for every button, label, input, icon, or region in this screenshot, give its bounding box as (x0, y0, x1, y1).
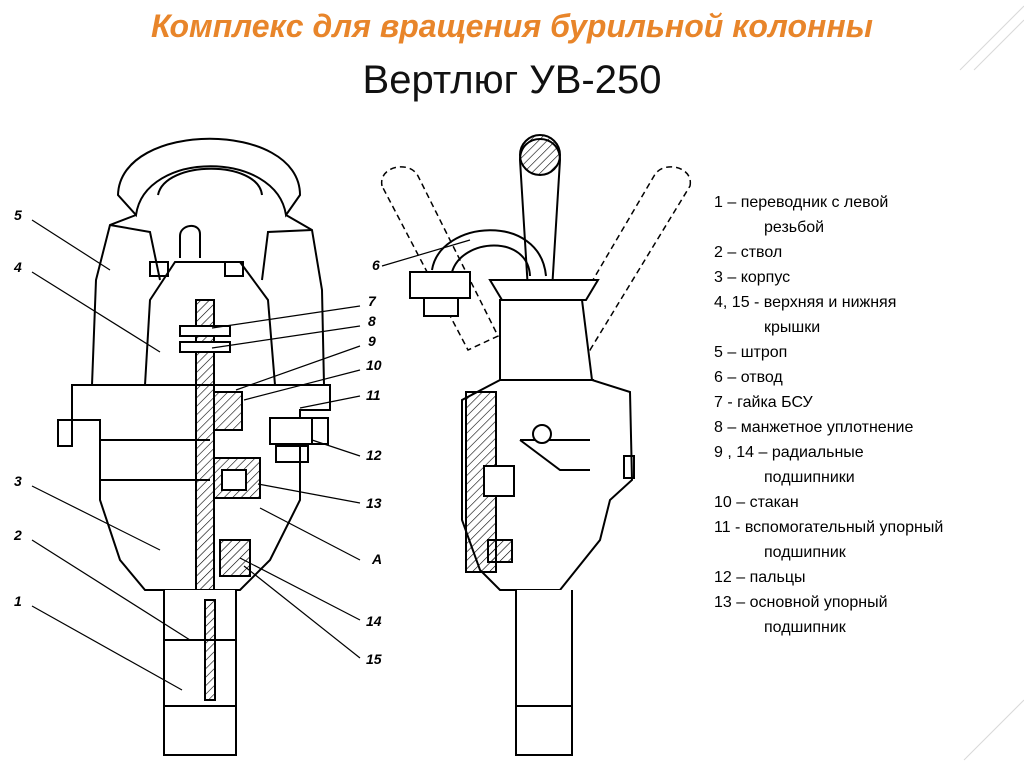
gooseneck (431, 229, 547, 277)
leader-lines-left (31, 219, 361, 691)
section-view (57, 137, 331, 756)
legend-item: 5 – штроп (714, 344, 788, 361)
legend-item: 3 – корпус (714, 269, 791, 286)
callout-15: 15 (366, 651, 382, 667)
legend-item: 7 - гайка БСУ (714, 394, 813, 411)
callout-5: 5 (14, 207, 22, 223)
callout-1: 1 (14, 593, 22, 609)
legend-item: 6 – отвод (714, 369, 783, 386)
legend-item: 12 – пальцы (714, 569, 806, 586)
callout-10: 10 (366, 357, 382, 373)
legend-item-continuation: подшипник (764, 544, 846, 561)
parts-legend: 1 – переводник с левой резьбой 2 – ствол 3 … (714, 190, 1014, 640)
legend-item-continuation: подшипник (764, 619, 846, 636)
slide-subtitle: Вертлюг УВ-250 (362, 58, 662, 102)
legend-item: 1 – переводник с левой (714, 194, 889, 211)
callout-7: 7 (368, 293, 377, 309)
legend-item-continuation: подшипники (764, 469, 855, 486)
legend-item: 4, 15 - верхняя и нижняя (714, 294, 897, 311)
legend-item-continuation: резьбой (764, 219, 825, 236)
legend-item: 2 – ствол (714, 244, 783, 261)
callout-4: 4 (13, 259, 22, 275)
slide-title: Комплекс для вращения бурильной колонны (151, 8, 873, 44)
legend-item: 11 - вспомогательный упорный (714, 519, 944, 536)
callout-13: 13 (366, 495, 382, 511)
callout-3: 3 (14, 473, 22, 489)
legend-item-continuation: крышки (764, 319, 821, 336)
legend-item: 13 – основной упорный (714, 594, 888, 611)
legend-item: 10 – стакан (714, 494, 799, 511)
callout-2: 2 (13, 527, 22, 543)
callout-9: 9 (368, 333, 376, 349)
callout-11: 11 (366, 387, 381, 403)
callout-14: 14 (366, 613, 382, 629)
callout-a: A (371, 551, 382, 567)
body-right (461, 299, 634, 591)
external-view (381, 134, 691, 756)
legend-item: 9 , 14 – радиальные (714, 444, 864, 461)
bail (116, 137, 302, 218)
callouts: 5 4 3 2 1 7 8 9 10 11 12 13 A 14 15 6 (13, 207, 382, 667)
legend-item: 8 – манжетное уплотнение (714, 419, 914, 436)
callout-8: 8 (368, 313, 376, 329)
callout-12: 12 (366, 447, 382, 463)
callout-6: 6 (372, 257, 380, 273)
